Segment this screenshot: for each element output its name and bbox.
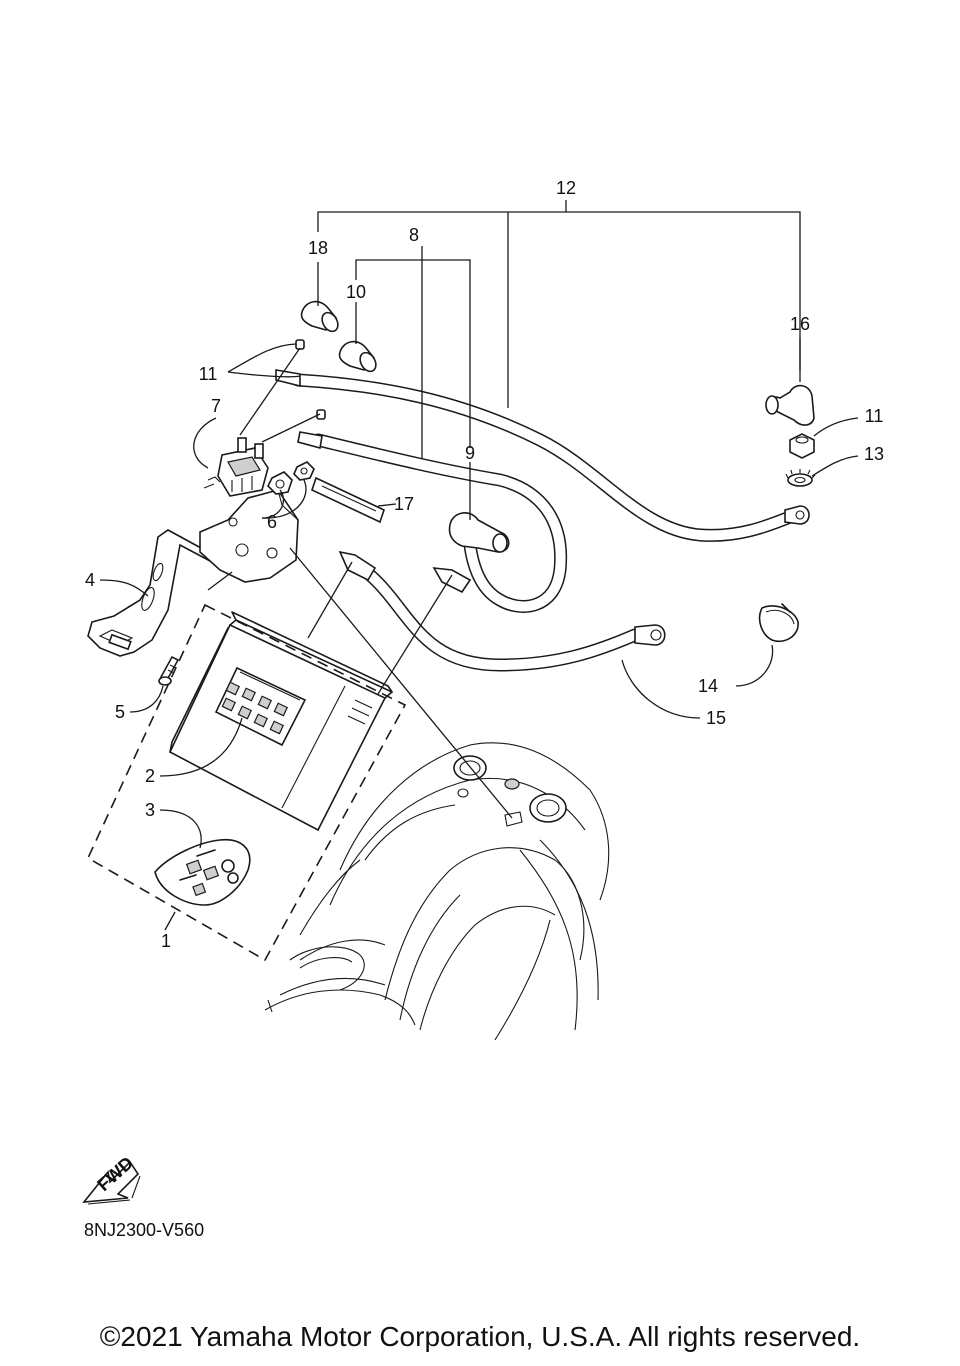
callout-7: 7 (211, 396, 221, 416)
nut-small (316, 409, 326, 420)
starter-relay (203, 437, 269, 497)
copyright-notice: ©2021 Yamaha Motor Corporation, U.S.A. A… (99, 1321, 861, 1352)
diagram-code: 8NJ2300-V560 (84, 1220, 204, 1240)
battery-kit-outline (86, 603, 407, 962)
nut-right (789, 433, 815, 459)
battery-band (758, 603, 799, 642)
bolt (158, 655, 180, 686)
callout-13: 13 (864, 444, 884, 464)
callout-14: 14 (698, 676, 718, 696)
callout-11-left: 11 (199, 364, 218, 384)
battery-bracket (87, 529, 247, 657)
callout-4: 4 (85, 570, 95, 590)
battery-hardware-kit (154, 839, 251, 906)
callout-6: 6 (267, 512, 277, 532)
callout-2: 2 (145, 766, 155, 786)
terminal-boot-10 (338, 340, 377, 373)
callout-10: 10 (346, 282, 366, 302)
hull-outline (264, 742, 610, 1041)
callout-5: 5 (115, 702, 125, 722)
lock-washer (785, 469, 816, 487)
callout-15: 15 (706, 708, 726, 728)
callout-1: 1 (161, 931, 171, 951)
callout-3: 3 (145, 800, 155, 820)
terminal-cover-16 (765, 384, 815, 426)
leader-lines (99, 200, 859, 931)
callout-numbers: 12 18 8 10 16 11 7 11 9 13 17 6 4 14 5 1… (85, 178, 884, 951)
terminal-cover-9 (448, 512, 510, 553)
cable-clamp (311, 476, 385, 524)
battery-cables (275, 369, 810, 672)
flange-nut (267, 461, 315, 495)
callout-9: 9 (465, 443, 475, 463)
callout-12: 12 (556, 178, 576, 198)
callout-16: 16 (790, 314, 810, 334)
callout-8: 8 (409, 225, 419, 245)
relay-bracket (199, 489, 299, 583)
fwd-arrow-icon: FWD (82, 1153, 141, 1205)
callout-11-right: 11 (865, 406, 884, 426)
nut-small (295, 339, 305, 350)
callout-17: 17 (394, 494, 414, 514)
callout-18: 18 (308, 238, 328, 258)
battery (168, 611, 393, 832)
terminal-boot-18 (300, 300, 339, 333)
